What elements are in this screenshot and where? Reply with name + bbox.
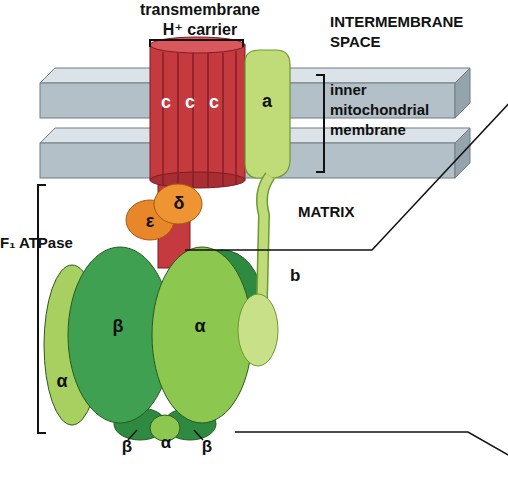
part-label: α	[154, 433, 178, 453]
leader-line	[194, 430, 203, 440]
subunit-region: α	[48, 366, 76, 396]
delta-subunit	[154, 184, 202, 224]
f1-hexamer	[44, 247, 262, 441]
subunit-label: β	[113, 317, 124, 335]
subunit-label: α	[194, 317, 205, 335]
b-stalk-outline	[262, 176, 270, 300]
region-label: INTERMEMBRANE SPACE	[330, 12, 490, 52]
subunit-label: a	[262, 92, 272, 110]
region-label: F₁ ATPase	[0, 233, 85, 253]
part-label: β	[195, 437, 219, 457]
c-ring-bottom	[150, 172, 245, 188]
region-label: MATRIX	[298, 202, 388, 222]
f1-bracket	[38, 185, 46, 433]
subunit-label: δ	[174, 194, 185, 212]
subunit-label: c	[161, 93, 171, 111]
subunit-label: c	[209, 93, 219, 111]
subunit-label: ε	[146, 212, 155, 230]
top-bracket	[150, 40, 243, 47]
subunit-region: c	[156, 88, 176, 116]
leader-lines	[128, 100, 508, 456]
stripe	[235, 51, 237, 185]
membrane-bracket	[316, 75, 324, 172]
b-stalk-end	[238, 294, 278, 366]
alpha-lobe	[152, 247, 252, 423]
subunit-region: c	[180, 88, 200, 116]
subunit-region: a	[253, 86, 281, 116]
c-ring-stripes	[163, 51, 236, 188]
subunit-label: α	[56, 372, 67, 390]
c-ring-top	[150, 37, 245, 53]
region-label: transmembrane H⁺ carrier	[138, 0, 262, 40]
brackets	[38, 40, 324, 433]
stripe	[177, 53, 179, 187]
subunit-region: β	[98, 306, 138, 346]
leader-line	[235, 432, 508, 456]
subunit-label: c	[185, 93, 195, 111]
stripe	[192, 53, 194, 188]
subunit-region: c	[204, 88, 224, 116]
slab-side	[455, 68, 470, 118]
stripe	[222, 53, 224, 187]
subunit-region: δ	[163, 188, 195, 218]
c-ring-body	[150, 45, 245, 180]
c-ring	[150, 37, 245, 188]
a-subunit	[245, 50, 290, 178]
b-stalk	[262, 176, 270, 300]
stripe	[207, 53, 209, 188]
stripe	[162, 52, 164, 185]
subunit-region: α	[180, 306, 220, 346]
part-label: β	[115, 437, 139, 457]
subunit-region: ε	[134, 206, 166, 236]
part-label: b	[290, 266, 320, 286]
region-label: inner mitochondrial membrane	[330, 80, 460, 140]
